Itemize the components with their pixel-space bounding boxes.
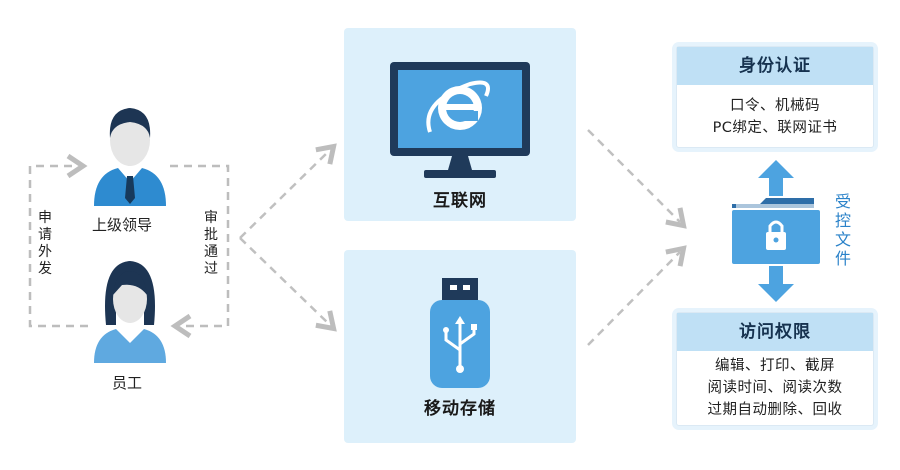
auth-line-1: 口令、机械码 <box>730 98 820 114</box>
to-mobile-arrow <box>239 237 337 332</box>
access-box: 访问权限 编辑、打印、截屏 阅读时间、阅读次数 过期自动删除、回收 <box>676 312 874 426</box>
request-arrow <box>28 153 88 328</box>
up-arrow-icon <box>758 160 794 196</box>
auth-title: 身份认证 <box>677 47 873 85</box>
approve-label: 审批通过 <box>204 210 218 277</box>
internet-to-file-arrow <box>587 129 687 229</box>
access-line-3: 过期自动删除、回收 <box>707 402 843 418</box>
monitor-ie-icon <box>390 62 530 178</box>
mobile-label: 移动存储 <box>424 399 496 419</box>
to-internet-arrow <box>239 143 337 239</box>
staff-label: 员工 <box>112 374 143 392</box>
controlled-file-label: 受控文件 <box>834 192 851 268</box>
internet-label: 互联网 <box>433 191 487 211</box>
down-arrow-icon <box>758 266 794 302</box>
leader-label: 上级领导 <box>92 216 153 234</box>
staff-person-icon <box>94 261 166 363</box>
locked-folder-icon <box>732 198 820 264</box>
mobile-panel: 移动存储 <box>344 250 576 443</box>
approve-arrow <box>170 164 230 339</box>
access-line-1: 编辑、打印、截屏 <box>715 358 835 374</box>
internet-panel: 互联网 <box>344 28 576 221</box>
auth-line-2: PC绑定、联网证书 <box>712 120 838 136</box>
leader-person-icon <box>94 108 166 206</box>
request-label: 申请外发 <box>38 210 52 277</box>
access-line-2: 阅读时间、阅读次数 <box>707 380 843 396</box>
access-title: 访问权限 <box>677 313 873 351</box>
auth-box: 身份认证 口令、机械码 PC绑定、联网证书 <box>676 46 874 148</box>
usb-drive-icon <box>430 278 490 388</box>
mobile-to-file-arrow <box>587 245 687 346</box>
